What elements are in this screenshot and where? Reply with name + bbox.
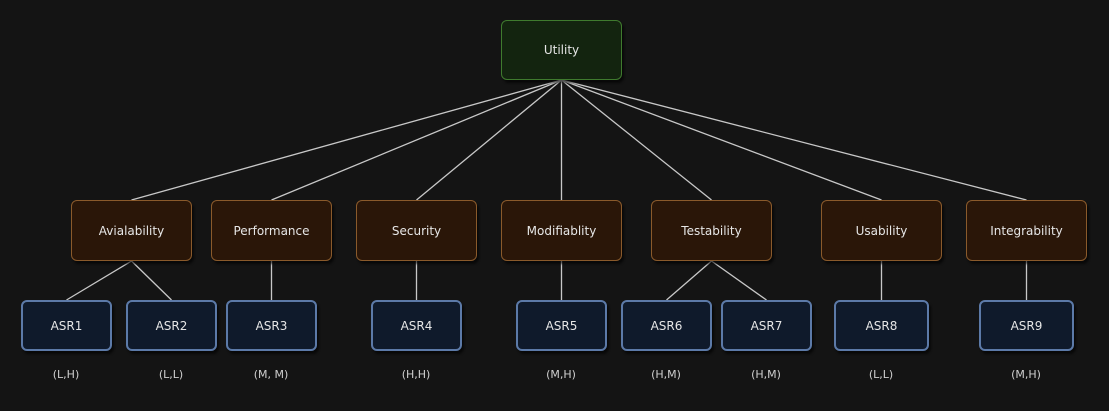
- attribute-node-testability: Testability: [651, 200, 772, 261]
- asr-label: ASR9: [1010, 318, 1043, 333]
- asr-node-8: ASR8: [834, 300, 929, 351]
- attribute-label: Usability: [855, 223, 908, 238]
- attribute-node-security: Security: [356, 200, 477, 261]
- attribute-label: Security: [391, 223, 442, 238]
- attribute-node-integrability: Integrability: [966, 200, 1087, 261]
- edge-attribute-to-asr-2: [131, 260, 172, 301]
- asr-label: ASR5: [545, 318, 578, 333]
- asr-node-6: ASR6: [621, 300, 712, 351]
- asr-node-5: ASR5: [516, 300, 607, 351]
- asr-label: ASR3: [255, 318, 288, 333]
- asr-node-4: ASR4: [371, 300, 462, 351]
- asr-rating-7: (H,M): [751, 368, 781, 381]
- asr-label: ASR8: [865, 318, 898, 333]
- edge-root-to-attribute-6: [561, 79, 882, 201]
- asr-label: ASR2: [155, 318, 188, 333]
- attribute-label: Performance: [233, 223, 310, 238]
- asr-rating-1: (L,H): [52, 368, 80, 381]
- asr-node-7: ASR7: [721, 300, 812, 351]
- attribute-node-performance: Performance: [211, 200, 332, 261]
- edge-root-to-attribute-5: [561, 79, 712, 201]
- asr-node-3: ASR3: [226, 300, 317, 351]
- utility-root-node: Utility: [501, 20, 622, 80]
- asr-rating-3: (M, M): [253, 368, 289, 381]
- edge-root-to-attribute-2: [271, 79, 562, 201]
- attribute-node-modifiability: Modifiablity: [501, 200, 622, 261]
- asr-rating-9: (M,H): [1011, 368, 1041, 381]
- utility-root-label: Utility: [543, 43, 580, 57]
- attribute-node-availability: Avialability: [71, 200, 192, 261]
- edge-attribute-to-asr-1: [66, 260, 132, 301]
- asr-label: ASR4: [400, 318, 433, 333]
- asr-node-9: ASR9: [979, 300, 1074, 351]
- attribute-label: Modifiablity: [526, 223, 597, 238]
- asr-label: ASR7: [750, 318, 783, 333]
- asr-node-1: ASR1: [21, 300, 112, 351]
- edge-root-to-attribute-7: [561, 79, 1027, 201]
- asr-rating-4: (H,H): [401, 368, 431, 381]
- asr-rating-2: (L,L): [158, 368, 184, 381]
- edge-attribute-to-asr-7: [711, 260, 767, 301]
- asr-node-2: ASR2: [126, 300, 217, 351]
- attribute-node-usability: Usability: [821, 200, 942, 261]
- asr-label: ASR6: [650, 318, 683, 333]
- edge-root-to-attribute-1: [131, 79, 562, 201]
- attribute-label: Testability: [681, 223, 742, 238]
- asr-rating-6: (H,M): [651, 368, 681, 381]
- asr-label: ASR1: [50, 318, 83, 333]
- attribute-label: Avialability: [98, 223, 165, 238]
- asr-rating-8: (L,L): [868, 368, 894, 381]
- edge-attribute-to-asr-6: [666, 260, 712, 301]
- asr-rating-5: (M,H): [546, 368, 576, 381]
- edge-root-to-attribute-3: [416, 79, 562, 201]
- attribute-label: Integrability: [990, 223, 1063, 238]
